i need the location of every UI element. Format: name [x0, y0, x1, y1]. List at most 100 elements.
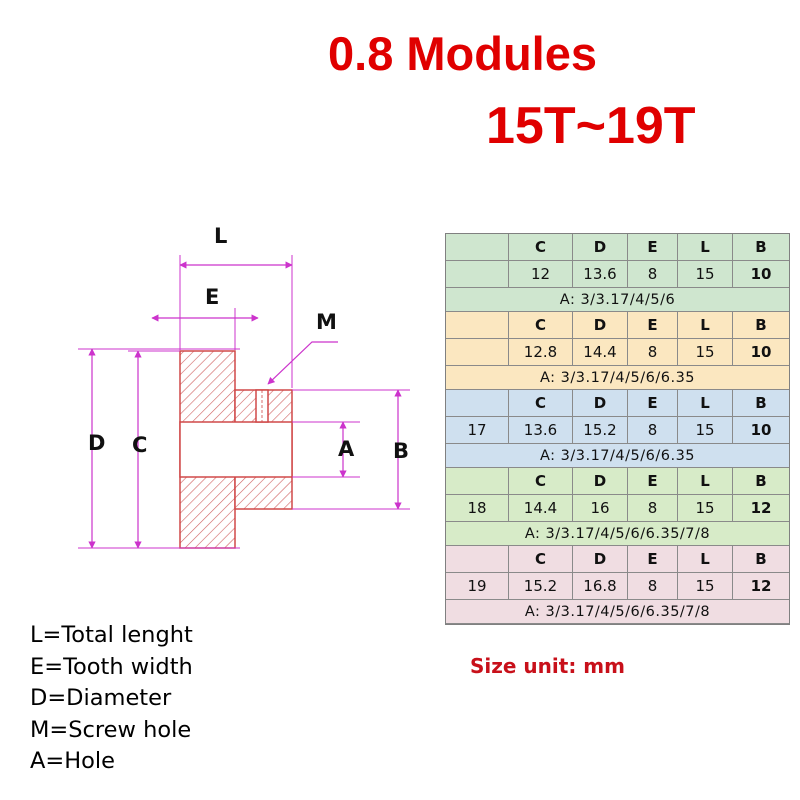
table-row: 12 13.6 8 15 10 [446, 261, 789, 288]
value-D: 13.6 [573, 261, 628, 288]
value-B: 12 [733, 495, 789, 522]
header-B: B [733, 234, 789, 261]
value-B: 10 [733, 339, 789, 366]
title-modules: 0.8 Modules [328, 27, 598, 80]
teeth-cell [446, 390, 509, 417]
hole-sizes: A: 3/3.17/4/5/6/6.35/7/8 [446, 522, 789, 546]
header-D: D [573, 390, 628, 417]
teeth-cell [446, 339, 509, 366]
value-B: 10 [733, 417, 789, 444]
gear-cross-section-drawing [78, 255, 410, 549]
value-E: 8 [628, 495, 678, 522]
legend: L=Total lenght E=Tooth width D=Diameter … [30, 620, 193, 778]
table-row: 17 13.6 15.2 8 15 10 [446, 417, 789, 444]
value-E: 8 [628, 339, 678, 366]
table-row: A: 3/3.17/4/5/6/6.35 [446, 444, 789, 468]
value-E: 8 [628, 261, 678, 288]
header-D: D [573, 546, 628, 573]
table-row: 12.8 14.4 8 15 10 [446, 339, 789, 366]
header-E: E [628, 234, 678, 261]
hole-sizes: A: 3/3.17/4/5/6/6.35 [446, 444, 789, 468]
label-D: D [88, 431, 106, 455]
value-E: 8 [628, 573, 678, 600]
header-B: B [733, 546, 789, 573]
dimension-lines [88, 261, 402, 549]
legend-item: L=Total lenght [30, 622, 193, 648]
table-row: C D E L B [446, 390, 789, 417]
label-B: B [393, 439, 410, 463]
header-D: D [573, 312, 628, 339]
table-row: 19 15.2 16.8 8 15 12 [446, 573, 789, 600]
table-row: A: 3/3.17/4/5/6/6.35/7/8 [446, 600, 789, 624]
value-L: 15 [678, 573, 733, 600]
table-row: C D E L B [446, 468, 789, 495]
header-B: B [733, 390, 789, 417]
header-L: L [678, 234, 733, 261]
header-B: B [733, 468, 789, 495]
header-E: E [628, 312, 678, 339]
hole-sizes: A: 3/3.17/4/5/6/6.35/7/8 [446, 600, 789, 624]
table-row: C D E L B [446, 312, 789, 339]
label-L: L [214, 224, 228, 248]
header-C: C [509, 234, 573, 261]
value-C: 14.4 [509, 495, 573, 522]
teeth-cell [446, 234, 509, 261]
header-C: C [509, 390, 573, 417]
table-row: A: 3/3.17/4/5/6/6.35/7/8 [446, 522, 789, 546]
header-C: C [509, 546, 573, 573]
value-C: 15.2 [509, 573, 573, 600]
value-B: 12 [733, 573, 789, 600]
header-C: C [509, 468, 573, 495]
teeth-cell: 17 [446, 417, 509, 444]
value-D: 14.4 [573, 339, 628, 366]
header-L: L [678, 468, 733, 495]
value-L: 15 [678, 261, 733, 288]
header-D: D [573, 234, 628, 261]
header-B: B [733, 312, 789, 339]
header-L: L [678, 312, 733, 339]
header-L: L [678, 390, 733, 417]
legend-item: E=Tooth width [30, 653, 193, 680]
teeth-cell: 18 [446, 495, 509, 522]
table-row: C D E L B [446, 546, 789, 573]
table-row: A: 3/3.17/4/5/6/6.35 [446, 366, 789, 390]
value-D: 16 [573, 495, 628, 522]
size-table: C D E L B 12 13.6 8 15 10 A: 3/3.17/4/5/… [445, 233, 790, 625]
teeth-cell [446, 546, 509, 573]
teeth-cell: 19 [446, 573, 509, 600]
label-A: A [338, 437, 355, 461]
teeth-cell [446, 261, 509, 288]
value-D: 15.2 [573, 417, 628, 444]
legend-item: M=Screw hole [30, 716, 192, 743]
value-D: 16.8 [573, 573, 628, 600]
header-D: D [573, 468, 628, 495]
value-L: 15 [678, 417, 733, 444]
table-row: A: 3/3.17/4/5/6 [446, 288, 789, 312]
title-teeth-range: 15T~19T [486, 97, 696, 155]
label-E: E [205, 285, 220, 309]
value-E: 8 [628, 417, 678, 444]
value-C: 13.6 [509, 417, 573, 444]
legend-item: A=Hole [30, 748, 116, 774]
hole-sizes: A: 3/3.17/4/5/6/6.35 [446, 366, 789, 390]
teeth-cell [446, 312, 509, 339]
table-row: C D E L B [446, 234, 789, 261]
header-L: L [678, 546, 733, 573]
legend-item: D=Diameter [30, 685, 172, 711]
value-L: 15 [678, 339, 733, 366]
header-C: C [509, 312, 573, 339]
header-E: E [628, 390, 678, 417]
table-row: 18 14.4 16 8 15 12 [446, 495, 789, 522]
value-C: 12 [509, 261, 573, 288]
header-E: E [628, 468, 678, 495]
label-C: C [132, 433, 148, 457]
teeth-cell [446, 468, 509, 495]
size-unit-note: Size unit: mm [470, 654, 625, 678]
hole-sizes: A: 3/3.17/4/5/6 [446, 288, 789, 312]
label-M: M [316, 310, 337, 334]
header-E: E [628, 546, 678, 573]
value-C: 12.8 [509, 339, 573, 366]
gear-body [179, 350, 293, 549]
value-B: 10 [733, 261, 789, 288]
value-L: 15 [678, 495, 733, 522]
